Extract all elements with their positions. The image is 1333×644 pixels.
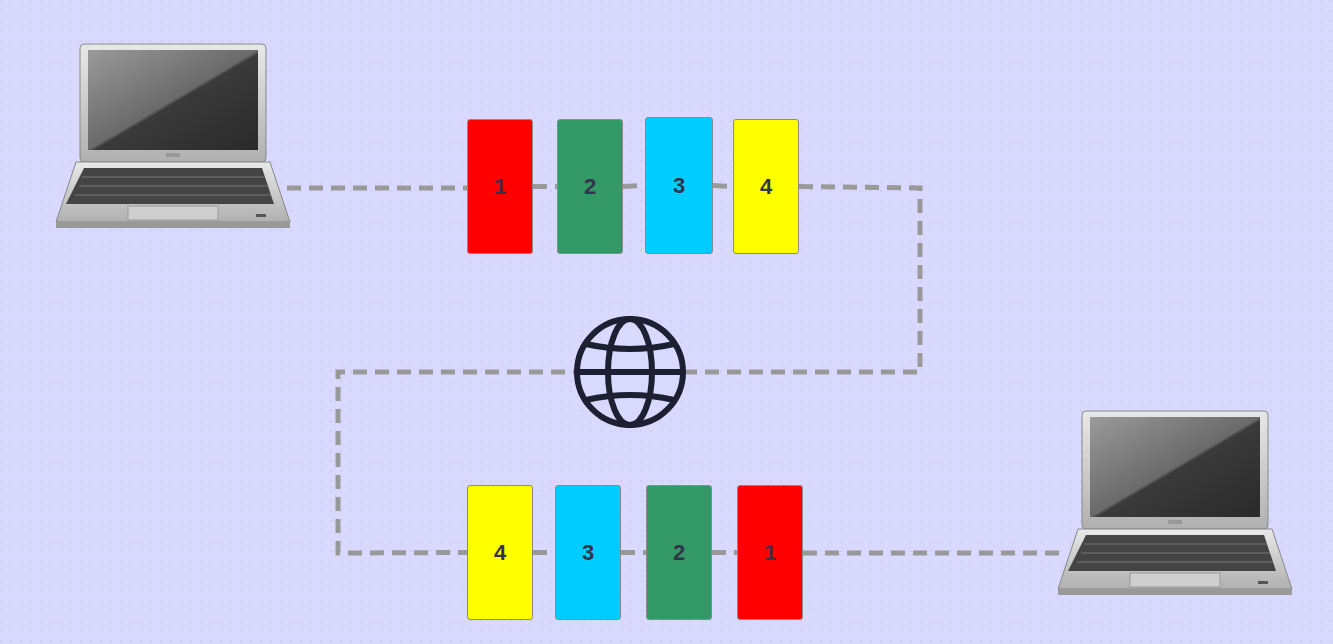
laptop-icon (56, 44, 290, 228)
dashed-connector (621, 550, 646, 555)
packet-number: 1 (764, 540, 776, 566)
packet-box: 3 (645, 117, 713, 254)
dashed-connector (338, 187, 920, 554)
packet-box: 1 (467, 119, 533, 254)
packet-box: 3 (555, 485, 621, 620)
laptop-icon (1058, 411, 1292, 595)
packet-number: 2 (584, 174, 596, 200)
cable-line (287, 186, 467, 191)
dashed-connector (712, 550, 737, 555)
packet-box: 4 (733, 119, 799, 254)
dashed-connector (533, 184, 557, 189)
packet-number: 4 (760, 174, 772, 200)
packet-number: 2 (673, 540, 685, 566)
packet-box: 4 (467, 485, 533, 620)
packet-number: 3 (673, 173, 685, 199)
dashed-connector (623, 186, 645, 187)
packet-box: 2 (646, 485, 712, 620)
packet-box: 2 (557, 119, 623, 254)
dashed-connector (533, 550, 555, 555)
packet-number: 4 (494, 540, 506, 566)
packet-number: 1 (494, 174, 506, 200)
globe-icon (577, 319, 683, 425)
packet-number: 3 (582, 540, 594, 566)
dashed-connector (713, 186, 733, 187)
cable-line (803, 551, 1060, 556)
packet-box: 1 (737, 485, 803, 620)
